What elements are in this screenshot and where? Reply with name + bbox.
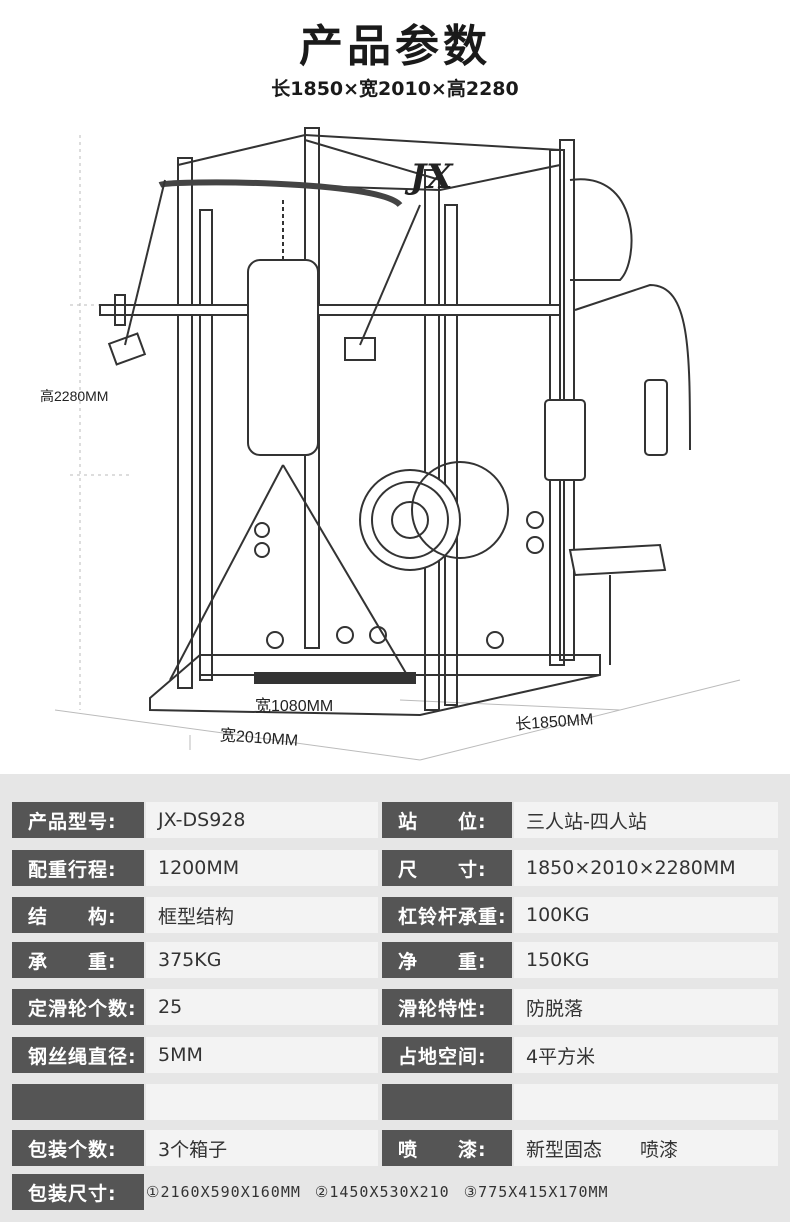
height-label: 高2280MM [40,388,109,404]
spec-value: 375KG [146,942,378,978]
spec-row: 结 构: 框型结构 杠铃杆承重: 100KG [0,897,790,933]
spec-value: JX-DS928 [146,802,378,838]
spec-row-empty [0,1084,790,1120]
packing-size-1: ①2160X590X160MM [146,1183,301,1201]
spec-row: 承 重: 375KG 净 重: 150KG [0,942,790,978]
spec-label: 钢丝绳直径: [12,1037,144,1073]
inner-width-label: 宽1080MM [255,698,334,715]
packing-size-label: 包装尺寸: [12,1174,144,1210]
spec-value: 三人站-四人站 [514,802,778,838]
spec-label [382,1084,512,1120]
spec-row: 包装个数: 3个箱子 喷 漆: 新型固态 喷漆 [0,1130,790,1166]
spec-value: 1200MM [146,850,378,886]
spec-label: 配重行程: [12,850,144,886]
product-drawing: JX 高2280MM 宽1080MM 宽2010MM 长1850MM [0,110,790,770]
spec-value: 150KG [514,942,778,978]
packing-size-2: ②1450X530X210 [314,1183,450,1201]
spec-label: 杠铃杆承重: [382,897,512,933]
spec-label: 喷 漆: [382,1130,512,1166]
packing-size-3: ③775X415X170MM [463,1183,609,1201]
spec-label: 包装个数: [12,1130,144,1166]
gym-rack-illustration: JX [54,127,741,761]
spec-label: 结 构: [12,897,144,933]
spec-value: 100KG [514,897,778,933]
spec-value: 1850×2010×2280MM [514,850,778,886]
spec-value [146,1084,378,1120]
spec-value: 5MM [146,1037,378,1073]
spec-value [514,1084,778,1120]
spec-value: 防脱落 [514,989,778,1025]
spec-row: 产品型号: JX-DS928 站 位: 三人站-四人站 [0,802,790,838]
spec-label: 滑轮特性: [382,989,512,1025]
spec-label: 定滑轮个数: [12,989,144,1025]
spec-label: 占地空间: [382,1037,512,1073]
overall-dimensions: 长1850×宽2010×高2280 [271,78,519,100]
spec-table: 产品型号: JX-DS928 站 位: 三人站-四人站 配重行程: 1200MM… [0,774,790,1222]
spec-label: 站 位: [382,802,512,838]
spec-row: 定滑轮个数: 25 滑轮特性: 防脱落 [0,989,790,1025]
spec-label [12,1084,144,1120]
spec-label: 产品型号: [12,802,144,838]
packing-sizes: ①2160X590X160MM ②1450X530X210 ③775X415X1… [146,1174,778,1210]
spec-row: 配重行程: 1200MM 尺 寸: 1850×2010×2280MM [0,850,790,886]
packing-size-row: 包装尺寸: ①2160X590X160MM ②1450X530X210 ③775… [0,1174,790,1210]
page-title: 产品参数 [299,21,491,72]
brand-logo: JX [404,157,454,197]
spec-value: 4平方米 [514,1037,778,1073]
spec-label: 尺 寸: [382,850,512,886]
spec-value: 3个箱子 [146,1130,378,1166]
spec-value: 25 [146,989,378,1025]
spec-row: 钢丝绳直径: 5MM 占地空间: 4平方米 [0,1037,790,1073]
spec-value: 新型固态 喷漆 [514,1130,778,1166]
spec-label: 承 重: [12,942,144,978]
spec-label: 净 重: [382,942,512,978]
spec-value: 框型结构 [146,897,378,933]
